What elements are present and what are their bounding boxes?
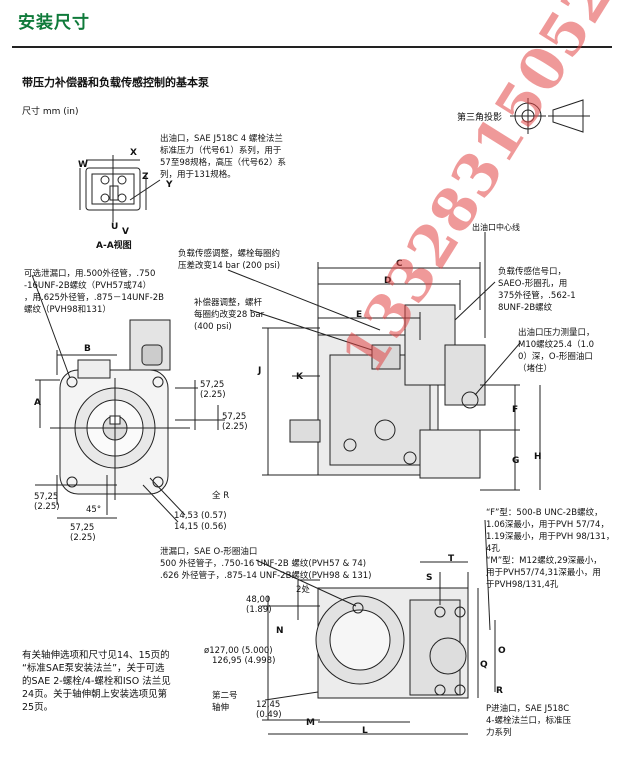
all-r-label: 全 R [212, 491, 230, 501]
dim-57-d: 57,25(2.25) [70, 523, 96, 543]
dimension-unit: 尺寸 mm (in) [22, 107, 79, 117]
flange-thread-note: “F”型：500-B UNC-2B螺纹， 1.06深最小，用于PVH 57/74… [486, 508, 615, 590]
view-aa-caption: A-A视图 [96, 241, 132, 251]
page-title: 安装尺寸 [18, 13, 90, 33]
dim-letter-u: U [111, 222, 119, 232]
front-view-drawing [35, 319, 225, 523]
dim-letter-t: T [448, 554, 455, 564]
section-subtitle: 带压力补偿器和负载传感控制的基本泵 [22, 76, 209, 89]
load-sense-port-note: 负载传感信号口， SAEO-形圈孔，用 375外径管，.562-1 8UNF-2… [498, 267, 576, 313]
two-places-label: 2处 [296, 585, 310, 595]
dim-letter-z: Z [142, 172, 149, 182]
dim-letter-o: O [498, 646, 506, 656]
compensator-adjust-note: 补偿器调整，螺杆 每圈约改变28 bar (400 psi) [194, 298, 265, 332]
dim-letter-a: A [34, 398, 41, 408]
inlet-flange-note: P进油口，SAE J518C 4-螺栓法兰口，标准压 力系列 [486, 704, 571, 738]
dim-48: 48,00(1.89) [246, 595, 272, 615]
dim-letter-h: H [534, 452, 542, 462]
dim-letter-e: E [356, 310, 363, 320]
top-view-drawing [262, 561, 496, 735]
dim-letter-m: M [306, 718, 315, 728]
view-aa-drawing [79, 155, 147, 222]
dim-letter-w: W [78, 160, 88, 170]
dim-57-b: 57,25(2.25) [222, 412, 248, 432]
load-sense-adjust-note: 负载传感调整，螺栓每圈约 压差改变14 bar (200 psi) [178, 249, 281, 271]
outlet-flange-note: 出油口，SAE J518C 4 螺栓法兰 标准压力（代号61）系列，用于 57至… [160, 134, 286, 180]
dim-letter-f: F [512, 405, 519, 415]
outlet-centerline-label: 出油口中心线 [472, 223, 520, 232]
dim-letter-y: Y [166, 180, 173, 190]
dim-letter-s: S [426, 573, 433, 583]
third-angle-projection-icon [510, 98, 590, 134]
dim-letter-j: J [258, 366, 262, 376]
dim-letter-l: L [362, 726, 368, 736]
dim-127: ø127,00 (5.000)126,95 (4.998) [204, 646, 276, 666]
dim-57-c: 57,25(2.25) [34, 492, 60, 512]
dim-letter-n: N [276, 626, 284, 636]
dim-14-15: 14,15 (0.56) [174, 522, 227, 532]
dim-letter-g: G [512, 456, 520, 466]
dim-letter-x: X [130, 148, 137, 158]
dim-letter-q: Q [480, 660, 488, 670]
dim-angle-45: 45° [86, 505, 102, 515]
optional-drain-note: 可选泄漏口，用.500外径管，.750 -16UNF-2B螺纹（PVH57或74… [24, 269, 164, 315]
dim-14-53: 14,53 (0.57) [174, 511, 227, 521]
dim-letter-d: D [384, 276, 392, 286]
second-shaft-note: 第二号 轴伸 [212, 691, 238, 713]
header-divider [12, 46, 612, 48]
dim-12-45: 12,45(0.49) [256, 700, 282, 720]
drain-port-note: 泄漏口，SAE O-形圈油口 500 外径管子，.750-16 UNF-2B 螺… [160, 547, 372, 581]
dim-letter-r: R [496, 686, 503, 696]
gauge-port-note: 出油口压力测量口， M10螺纹25.4（1.0 0）深，O-形圈油口 （堵住） [518, 328, 595, 374]
shaft-options-note: 有关轴伸选项和尺寸见14、15页的 “标准SAE泵安装法兰”，关于可选 的SAE… [22, 650, 171, 713]
dim-letter-v: V [122, 227, 129, 237]
side-view-drawing [262, 232, 541, 491]
dim-letter-c: C [396, 259, 403, 269]
projection-label: 第三角投影 [457, 113, 503, 123]
dim-57-a: 57,25(2.25) [200, 380, 226, 400]
dim-letter-k: K [296, 372, 303, 382]
dim-letter-b: B [84, 344, 91, 354]
